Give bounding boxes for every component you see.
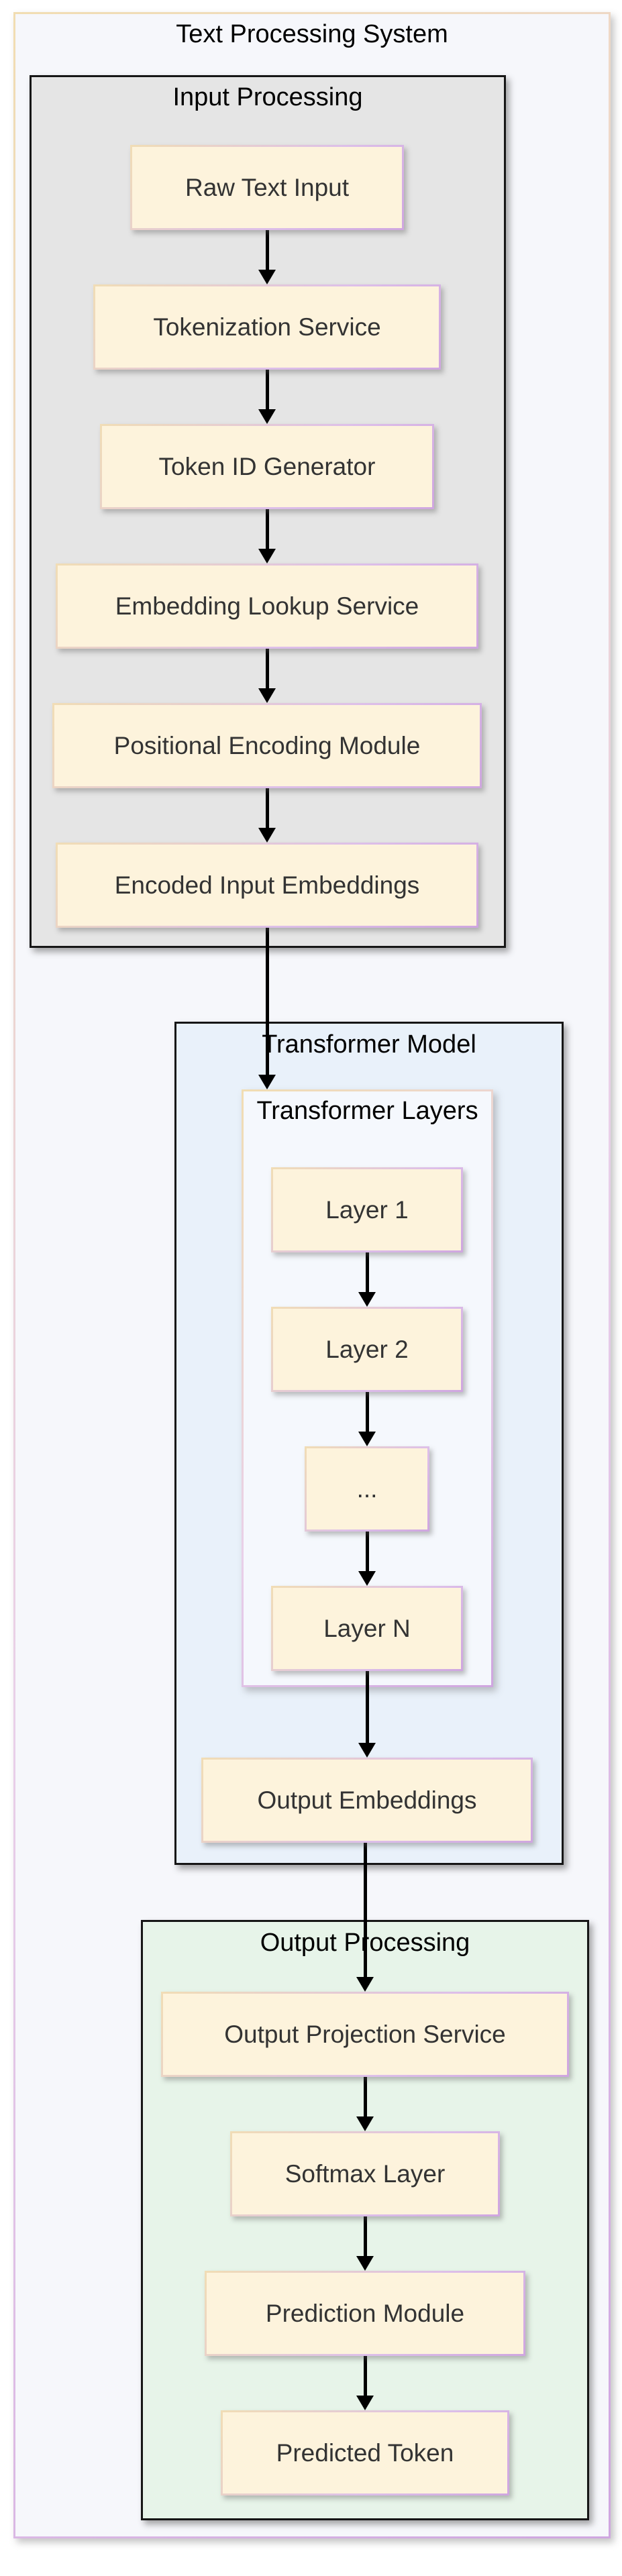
arrow-output-projection-to-softmax [356,2077,374,2131]
node-layer-dots: ... [305,1446,429,1532]
arrow-positional-encoding-to-encoded-embeddings [258,788,276,843]
arrow-embedding-lookup-to-positional-encoding [258,649,276,703]
node-layer-1: Layer 1 [271,1167,463,1252]
arrow-raw-text-to-tokenization [258,230,276,284]
arrow-layerN-to-output-embeddings [358,1671,376,1758]
node-positional-encoding-module: Positional Encoding Module [52,703,482,788]
arrow-dots-to-layerN [358,1532,376,1586]
node-output-projection-service: Output Projection Service [161,1992,569,2077]
arrow-prediction-to-predicted-token [356,2356,374,2410]
node-tokenization-service: Tokenization Service [93,284,441,370]
node-output-embeddings: Output Embeddings [201,1758,533,1843]
node-prediction-module: Prediction Module [205,2271,525,2356]
node-embedding-lookup-service: Embedding Lookup Service [56,564,478,649]
cluster-input-processing-title: Input Processing [172,83,363,111]
arrow-layer2-to-dots [358,1392,376,1446]
arrow-tokenization-to-token-id [258,370,276,424]
cluster-transformer-model-title: Transformer Model [262,1030,476,1059]
node-layer-2: Layer 2 [271,1307,463,1392]
cluster-transformer-layers-title: Transformer Layers [256,1097,478,1125]
arrow-encoded-embeddings-to-transformer-layers [258,928,276,1089]
node-predicted-token: Predicted Token [221,2410,509,2496]
node-softmax-layer: Softmax Layer [230,2131,500,2216]
node-encoded-input-embeddings: Encoded Input Embeddings [56,843,478,928]
diagram-title: Text Processing System [176,20,448,48]
arrow-token-id-to-embedding-lookup [258,509,276,564]
node-token-id-generator: Token ID Generator [100,424,434,509]
node-layer-n: Layer N [271,1586,463,1671]
arrow-layer1-to-layer2 [358,1252,376,1307]
node-raw-text-input: Raw Text Input [130,145,404,230]
arrow-softmax-to-prediction [356,2216,374,2271]
arrow-output-embeddings-to-output-projection [356,1843,374,1992]
